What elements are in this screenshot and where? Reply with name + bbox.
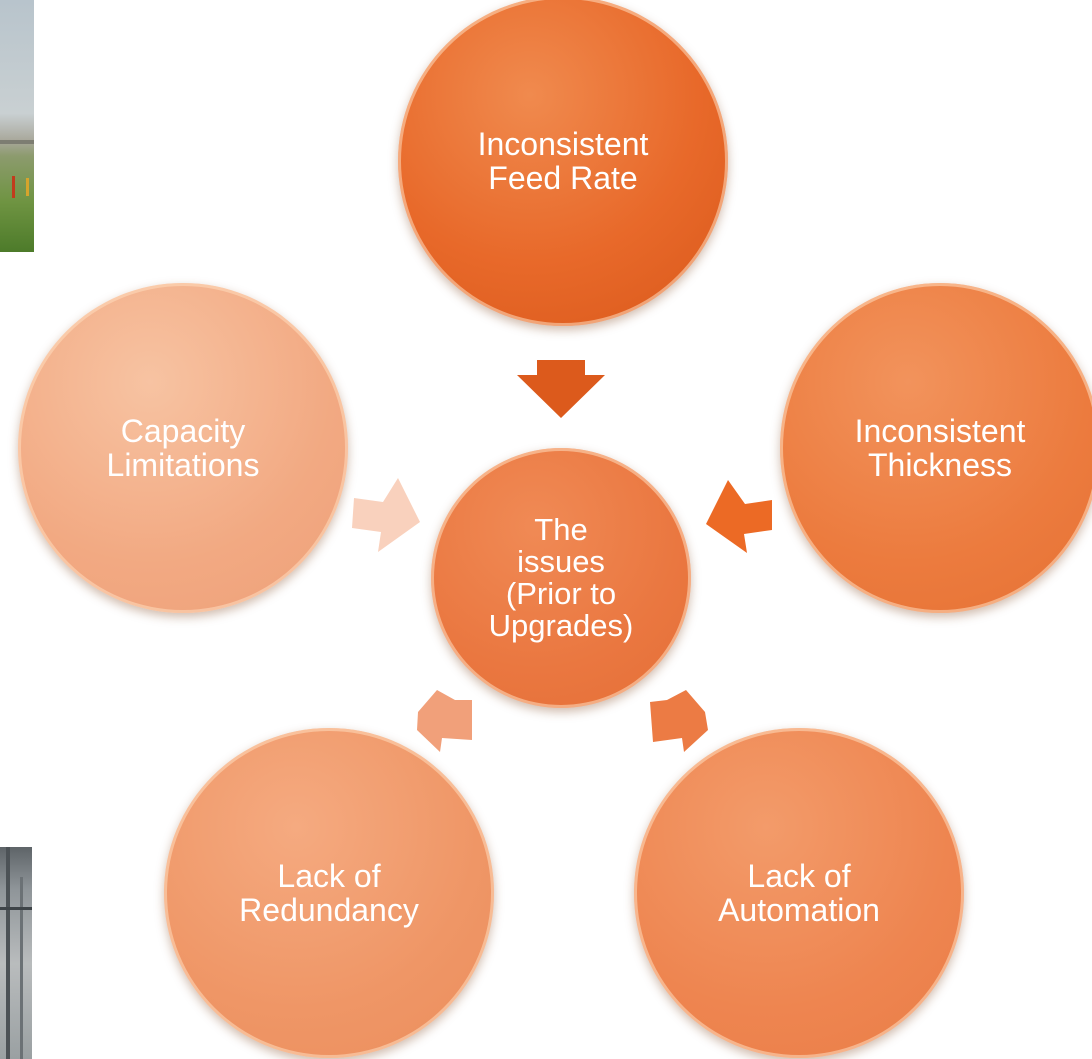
photo-crossbar xyxy=(0,907,32,910)
node-capacity-limitations: Capacity Limitations xyxy=(18,283,348,613)
photo-steel-beam-2 xyxy=(20,877,23,1059)
photo-horizon-stripe xyxy=(0,140,34,144)
photo-steel-beam xyxy=(6,847,10,1059)
node-center-issues: The issues (Prior to Upgrades) xyxy=(431,448,691,708)
photo-yellow-post xyxy=(26,178,29,196)
node-label: Lack of Automation xyxy=(718,858,880,928)
node-label: Lack of Redundancy xyxy=(239,858,419,928)
node-lack-of-automation: Lack of Automation xyxy=(634,728,964,1058)
node-label: Capacity Limitations xyxy=(106,413,260,483)
node-lack-of-redundancy: Lack of Redundancy xyxy=(164,728,494,1058)
arrow-from-top xyxy=(517,360,605,418)
arrow-from-bottom-right xyxy=(650,690,708,752)
node-inconsistent-thickness: Inconsistent Thickness xyxy=(780,283,1092,613)
arrow-from-bottom-left xyxy=(417,690,472,752)
photo-fragment-bottom xyxy=(0,847,32,1059)
arrow-from-left xyxy=(352,478,420,552)
arrow-from-right xyxy=(706,480,772,553)
node-label: Inconsistent Thickness xyxy=(854,413,1026,483)
node-inconsistent-feed-rate: Inconsistent Feed Rate xyxy=(398,0,728,326)
photo-red-post xyxy=(12,176,15,198)
photo-fragment-top xyxy=(0,0,34,252)
center-label: The issues (Prior to Upgrades) xyxy=(488,512,634,643)
node-label: Inconsistent Feed Rate xyxy=(477,126,649,196)
